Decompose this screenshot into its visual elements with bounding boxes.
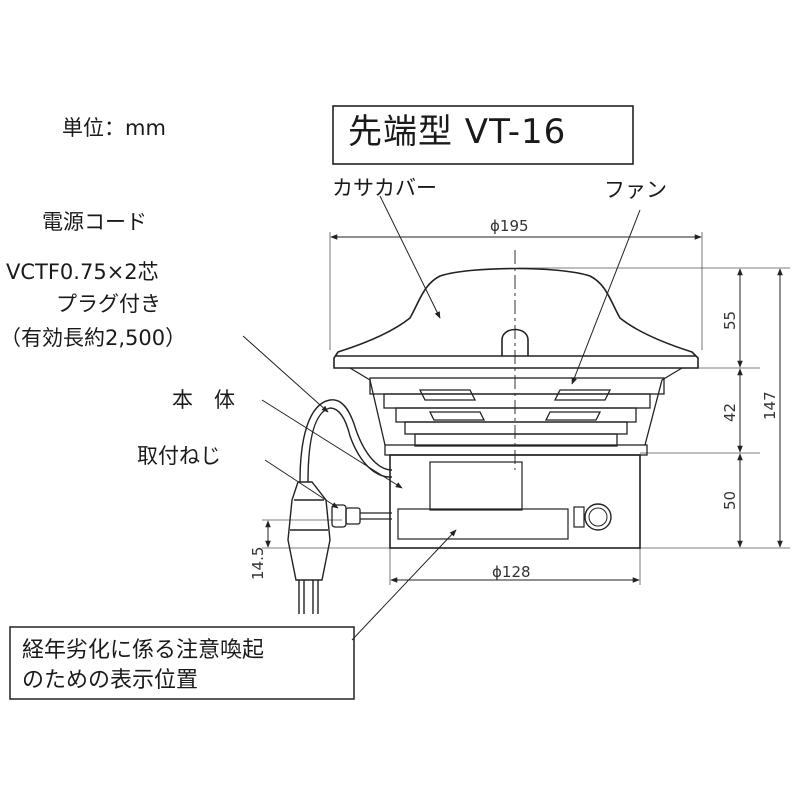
body-shape bbox=[389, 454, 641, 549]
dim-bottom-diameter: ϕ128 bbox=[492, 563, 531, 581]
cord-plug-label: プラグ付き bbox=[56, 292, 161, 316]
cover-shape bbox=[333, 267, 699, 369]
screw-shape bbox=[331, 504, 392, 528]
dim-screw-height: 14.5 bbox=[249, 547, 267, 580]
cord-shape bbox=[287, 399, 393, 614]
dim-body-height: 50 bbox=[721, 491, 739, 510]
page-title: 先端型 VT-16 bbox=[348, 112, 567, 152]
cord-length-label: （有効長約2,500） bbox=[0, 326, 187, 350]
dim-total-height: 147 bbox=[761, 391, 779, 420]
notice-line-1: 経年劣化に係る注意喚起 bbox=[22, 638, 265, 663]
dim-top-diameter: ϕ195 bbox=[490, 217, 529, 235]
fan-label: ファン bbox=[604, 178, 667, 202]
dim-fan-height: 42 bbox=[721, 403, 739, 422]
notice-line-2: のための表示位置 bbox=[22, 668, 199, 693]
cover-label: カサカバー bbox=[332, 176, 437, 200]
body-label: 本 体 bbox=[172, 388, 235, 412]
fan-assembly bbox=[349, 367, 683, 456]
dim-cover-height: 55 bbox=[721, 311, 739, 330]
cord-title-label: 電源コード bbox=[42, 210, 147, 234]
unit-label: 単位：mm bbox=[62, 116, 166, 140]
cord-spec-label: VCTF0.75×2芯 bbox=[6, 260, 159, 284]
dimension-lines bbox=[265, 234, 783, 583]
screw-label: 取付ねじ bbox=[137, 444, 221, 468]
leader-lines bbox=[242, 195, 641, 641]
notice-box bbox=[9, 626, 355, 700]
title-box bbox=[332, 105, 634, 165]
